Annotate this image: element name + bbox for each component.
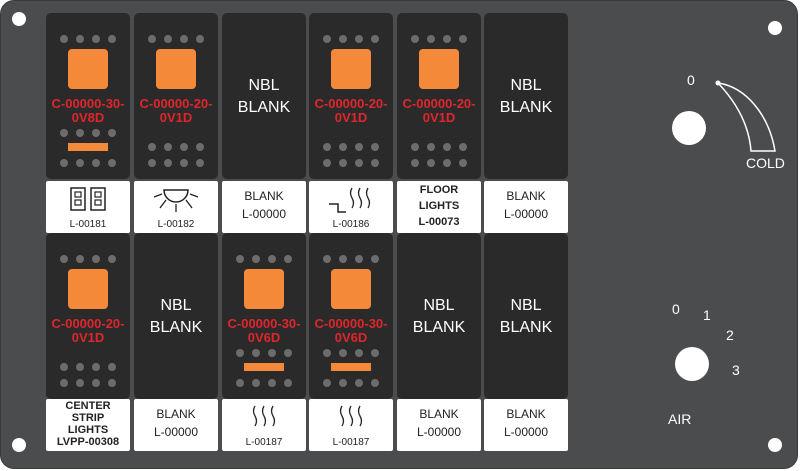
legend-label-10: L-00187 bbox=[309, 399, 393, 451]
part-code: C-00000-30-0V6D bbox=[314, 316, 388, 345]
air-knob-position-2: 2 bbox=[726, 327, 734, 343]
rocker-switch-5[interactable]: C-00000-20-0V1D bbox=[397, 13, 481, 179]
label-code: L-00187 bbox=[245, 437, 283, 448]
rocker-switch-4[interactable]: C-00000-20-0V1D bbox=[309, 13, 393, 179]
indicator-bar bbox=[331, 363, 371, 371]
label-line-2: L-00000 bbox=[153, 425, 199, 439]
label-line-2: STRIP bbox=[71, 412, 105, 424]
mount-hole-top-left bbox=[12, 12, 26, 26]
mount-hole-bottom-right bbox=[768, 438, 782, 452]
air-knob-label: AIR bbox=[668, 411, 692, 427]
label-line-1: BLANK bbox=[506, 189, 546, 203]
legend-label-8: BLANK L-00000 bbox=[134, 399, 218, 451]
part-code: C-00000-20-0V1D bbox=[139, 96, 213, 125]
legend-label-5: FLOOR LIGHTS L-00073 bbox=[397, 181, 481, 233]
part-code: C-00000-20-0V1D bbox=[314, 96, 388, 125]
part-code: C-00000-30-0V6D bbox=[227, 316, 301, 345]
indicator-lamp bbox=[68, 49, 108, 89]
legend-label-2: L-00182 bbox=[134, 181, 218, 233]
part-code: C-00000-20-0V1D bbox=[51, 316, 125, 345]
mount-hole-top-right bbox=[768, 21, 782, 35]
indicator-bar bbox=[68, 143, 108, 151]
label-code: L-00186 bbox=[332, 219, 370, 230]
part-code: C-00000-30-0V8D bbox=[51, 96, 125, 125]
legend-label-3: BLANK L-00000 bbox=[222, 181, 306, 233]
part-code: C-00000-20-0V1D bbox=[402, 96, 476, 125]
label-line-2: L-00000 bbox=[241, 207, 287, 221]
legend-label-9: L-00187 bbox=[222, 399, 306, 451]
label-line-2: L-00000 bbox=[416, 425, 462, 439]
heat-waves-icon bbox=[339, 405, 363, 427]
label-code: L-00181 bbox=[69, 219, 107, 230]
air-knob[interactable] bbox=[675, 347, 709, 381]
label-line-1: BLANK bbox=[244, 189, 284, 203]
air-knob-position-1: 1 bbox=[703, 307, 711, 323]
label-line-2: LIGHTS bbox=[418, 200, 460, 212]
temp-knob-cold-label: COLD bbox=[746, 155, 785, 171]
air-knob-position-0: 0 bbox=[672, 301, 680, 317]
indicator-lamp bbox=[156, 49, 196, 89]
label-line-2: L-00000 bbox=[503, 207, 549, 221]
temperature-knob[interactable] bbox=[672, 111, 706, 145]
temp-knob-zero-label: 0 bbox=[687, 72, 695, 88]
rocker-switch-10[interactable]: C-00000-30-0V6D bbox=[309, 233, 393, 399]
sun-light-icon bbox=[153, 189, 199, 212]
label-line-1: BLANK bbox=[156, 407, 196, 421]
rocker-switch-7[interactable]: C-00000-20-0V1D bbox=[46, 233, 130, 399]
label-line-3: LIGHTS bbox=[67, 424, 109, 436]
label-line-1: FLOOR bbox=[419, 184, 459, 196]
rocker-switch-2[interactable]: C-00000-20-0V1D bbox=[134, 13, 218, 179]
label-line-1: BLANK bbox=[419, 407, 459, 421]
heat-waves-icon bbox=[252, 405, 276, 427]
indicator-lamp bbox=[419, 49, 459, 89]
legend-label-12: BLANK L-00000 bbox=[484, 399, 568, 451]
step-heat-icon bbox=[329, 187, 371, 213]
legend-label-1: L-00181 bbox=[46, 181, 130, 233]
temp-range-icon bbox=[715, 80, 776, 152]
indicator-lamp bbox=[68, 269, 108, 309]
indicator-bar bbox=[244, 363, 284, 371]
label-line-4: LVPP-00308 bbox=[56, 436, 120, 448]
label-code: L-00187 bbox=[332, 437, 370, 448]
legend-label-6: BLANK L-00000 bbox=[484, 181, 568, 233]
label-line-3: L-00073 bbox=[418, 216, 460, 228]
legend-label-11: BLANK L-00000 bbox=[397, 399, 481, 451]
legend-label-4: L-00186 bbox=[309, 181, 393, 233]
label-code: L-00182 bbox=[157, 219, 195, 230]
air-knob-position-3: 3 bbox=[732, 362, 740, 378]
label-line-1: CENTER bbox=[65, 400, 111, 412]
rocker-switch-1[interactable]: C-00000-30-0V8D bbox=[46, 13, 130, 179]
indicator-lamp bbox=[244, 269, 284, 309]
indicator-lamp bbox=[331, 269, 371, 309]
double-outlet-icon bbox=[70, 187, 106, 211]
indicator-lamp bbox=[331, 49, 371, 89]
legend-label-7: CENTER STRIP LIGHTS LVPP-00308 bbox=[46, 399, 130, 451]
rocker-switch-9[interactable]: C-00000-30-0V6D bbox=[222, 233, 306, 399]
mount-hole-bottom-left bbox=[12, 438, 26, 452]
label-line-1: BLANK bbox=[506, 407, 546, 421]
label-line-2: L-00000 bbox=[503, 425, 549, 439]
